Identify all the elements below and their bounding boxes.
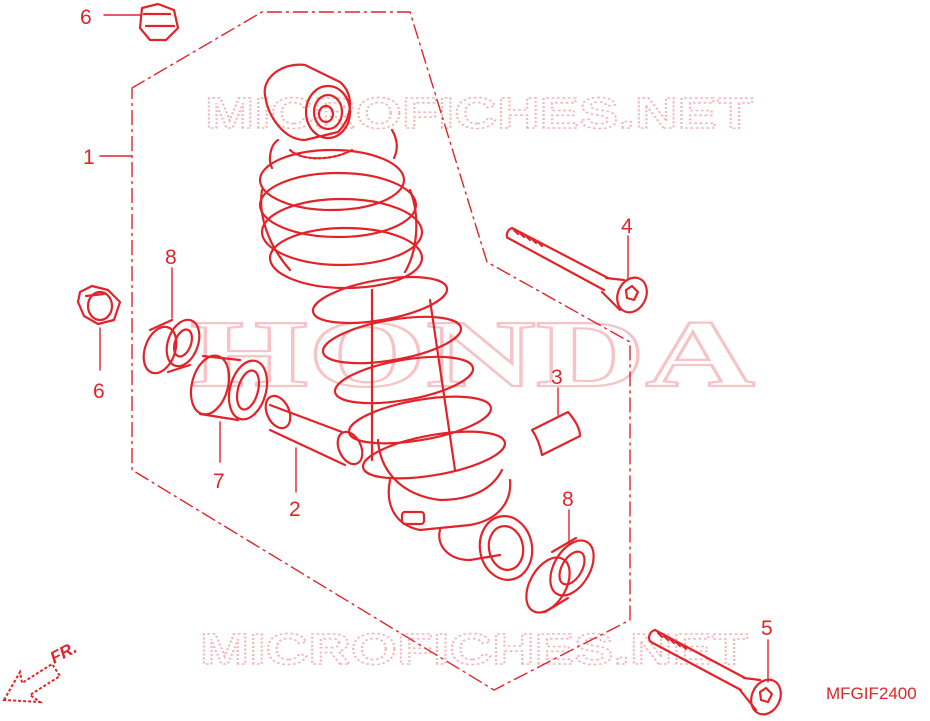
sleeve	[264, 394, 364, 467]
callout-5: 5	[761, 617, 773, 640]
callout-8-left: 8	[165, 246, 177, 269]
diagram-code: MFGIF2400	[826, 684, 917, 703]
callout-2: 2	[289, 498, 301, 521]
watermark-top: MICROFICHES.NET	[205, 89, 753, 138]
front-arrow-icon	[2, 662, 62, 704]
watermark-honda: HONDA	[190, 300, 755, 407]
callout-6-left: 6	[93, 380, 105, 403]
bolt-lower	[648, 628, 782, 716]
callout-7: 7	[213, 470, 225, 493]
plate	[530, 410, 582, 457]
callout-4: 4	[621, 215, 633, 238]
nut-left	[76, 284, 122, 326]
leader-lines	[99, 14, 769, 683]
bolt-upper	[505, 226, 648, 314]
collar-left	[142, 318, 201, 375]
nut-top	[138, 2, 180, 42]
collar-right	[525, 536, 595, 614]
callout-1: 1	[83, 146, 95, 169]
callout-8-right: 8	[562, 488, 574, 511]
assembly-outline	[131, 11, 631, 691]
front-label: FR.	[47, 638, 80, 668]
callout-3: 3	[551, 366, 563, 389]
callout-6-top: 6	[80, 6, 92, 29]
bushing	[189, 354, 269, 422]
